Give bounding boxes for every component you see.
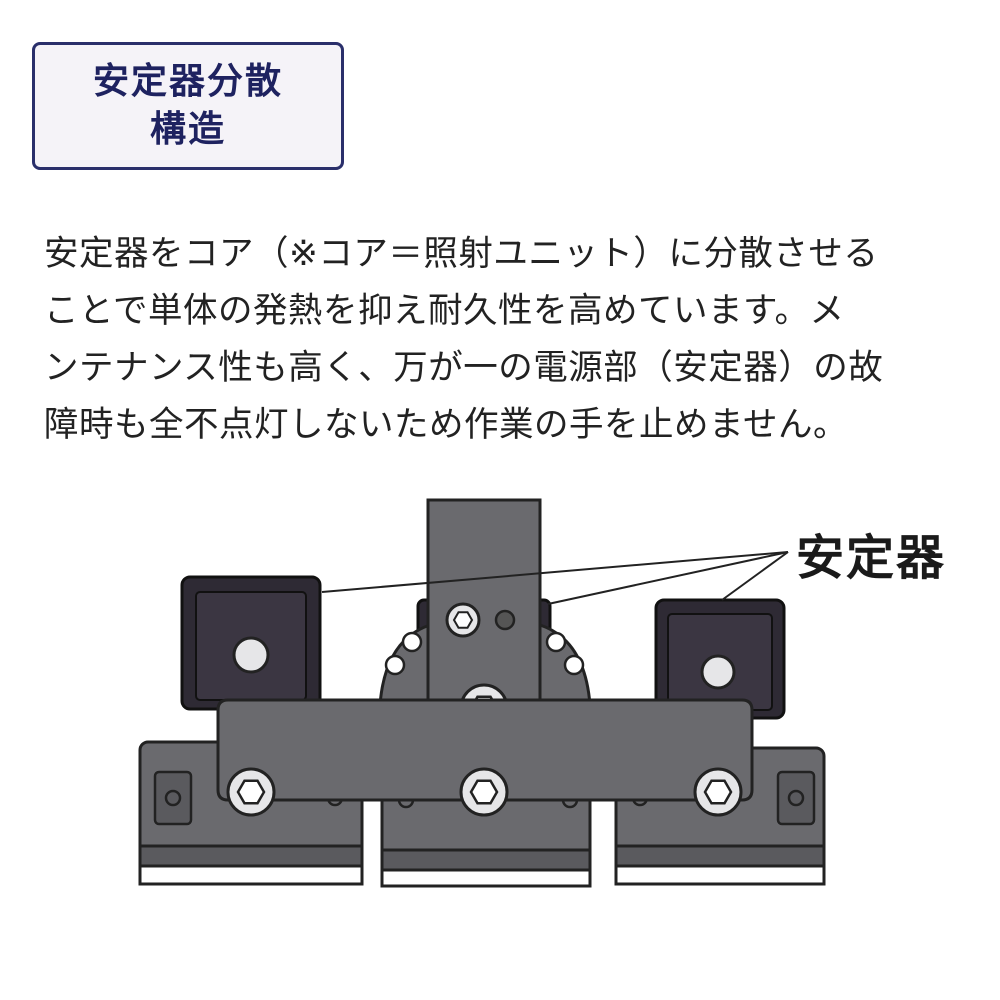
title-box: 安定器分散 構造 [32,42,344,170]
title-line-1: 安定器分散 [92,61,283,102]
ballast-callout-label: 安定器 [796,530,947,586]
ballast-right [654,598,786,720]
description-line-3: ンテナンス性も高く、万が一の電源部（安定器）の故 [44,348,884,388]
description: 安定器をコア（※コア＝照射ユニット）に分散させる ことで単体の発熱を抑え耐久性を… [44,226,964,454]
description-line-1: 安定器をコア（※コア＝照射ユニット）に分散させる [44,234,879,274]
description-line-2: ことで単体の発熱を抑え耐久性を高めています。メ [44,291,845,331]
title-line-2: 構造 [149,109,226,150]
callout-lines [321,551,789,605]
description-line-4: 障時も全不点灯しないため作業の手を止めません。 [44,405,848,445]
ballast-left [180,575,322,711]
crossbar [216,698,754,817]
